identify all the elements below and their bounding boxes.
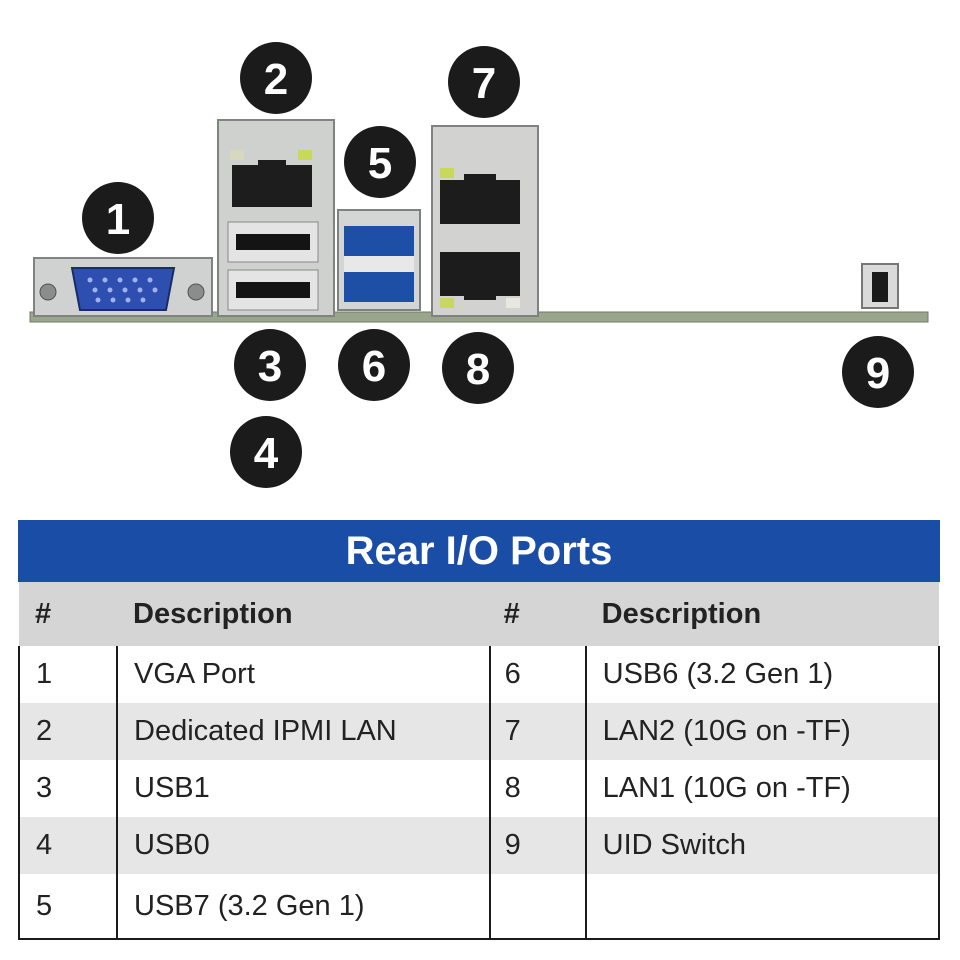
- dual-lan-stack: [431, 125, 539, 317]
- table-row: 4 USB0 9 UID Switch: [19, 817, 939, 874]
- header-number-1: #: [19, 582, 117, 646]
- port-description: LAN2 (10G on -TF): [584, 703, 939, 760]
- port-description: LAN1 (10G on -TF): [584, 760, 939, 817]
- callout-8-label: 8: [466, 345, 490, 394]
- port-description: USB1: [116, 760, 490, 817]
- callout-5: 5: [344, 126, 416, 198]
- header-description-1: Description: [117, 582, 490, 646]
- callout-9-label: 9: [866, 349, 890, 398]
- table-title: Rear I/O Ports: [18, 520, 940, 582]
- port-number: 7: [488, 703, 586, 760]
- callout-7-label: 7: [472, 59, 496, 108]
- ports-table: # Description # Description 1 VGA Port 6…: [18, 582, 940, 940]
- rear-io-ports-table: Rear I/O Ports # Description # Descripti…: [18, 520, 940, 940]
- uid-switch: [861, 263, 899, 309]
- callout-4-label: 4: [254, 429, 279, 478]
- ipmi-usb-stack: [217, 119, 335, 317]
- port-description: USB0: [116, 817, 490, 874]
- table-header-row: # Description # Description: [19, 582, 939, 646]
- table-row: 3 USB1 8 LAN1 (10G on -TF): [19, 760, 939, 817]
- header-description-2: Description: [585, 582, 939, 646]
- table-row: 5 USB7 (3.2 Gen 1): [19, 874, 939, 940]
- callout-9: 9: [842, 336, 914, 408]
- callout-2: 2: [240, 42, 312, 114]
- port-description: Dedicated IPMI LAN: [116, 703, 490, 760]
- port-number: 8: [488, 760, 586, 817]
- header-number-2: #: [489, 582, 586, 646]
- callout-3: 3: [234, 329, 306, 401]
- callout-1-label: 1: [106, 195, 130, 244]
- port-description: USB6 (3.2 Gen 1): [584, 646, 939, 703]
- rear-io-diagram: 1 2 3 4 5 6 7 8: [29, 42, 929, 488]
- callout-6: 6: [338, 329, 410, 401]
- port-description: VGA Port: [116, 646, 490, 703]
- port-number: 2: [19, 703, 117, 760]
- port-number: 6: [488, 646, 586, 703]
- port-number: 1: [19, 646, 117, 703]
- vga-port: [33, 257, 213, 317]
- callout-4: 4: [230, 416, 302, 488]
- callout-2-label: 2: [264, 55, 288, 104]
- callout-8: 8: [442, 332, 514, 404]
- callout-1: 1: [82, 182, 154, 254]
- port-number: 9: [488, 817, 586, 874]
- port-description: UID Switch: [584, 817, 939, 874]
- port-description: [584, 874, 939, 940]
- callout-7: 7: [448, 46, 520, 118]
- table-row: 1 VGA Port 6 USB6 (3.2 Gen 1): [19, 646, 939, 703]
- port-number: [488, 874, 586, 940]
- table-row: 2 Dedicated IPMI LAN 7 LAN2 (10G on -TF): [19, 703, 939, 760]
- port-number: 5: [19, 874, 117, 940]
- port-number: 3: [19, 760, 117, 817]
- callout-3-label: 3: [258, 342, 282, 391]
- callout-6-label: 6: [362, 342, 386, 391]
- usb3-stack: [337, 209, 421, 311]
- callout-5-label: 5: [368, 139, 392, 188]
- port-number: 4: [19, 817, 117, 874]
- port-description: USB7 (3.2 Gen 1): [116, 874, 490, 940]
